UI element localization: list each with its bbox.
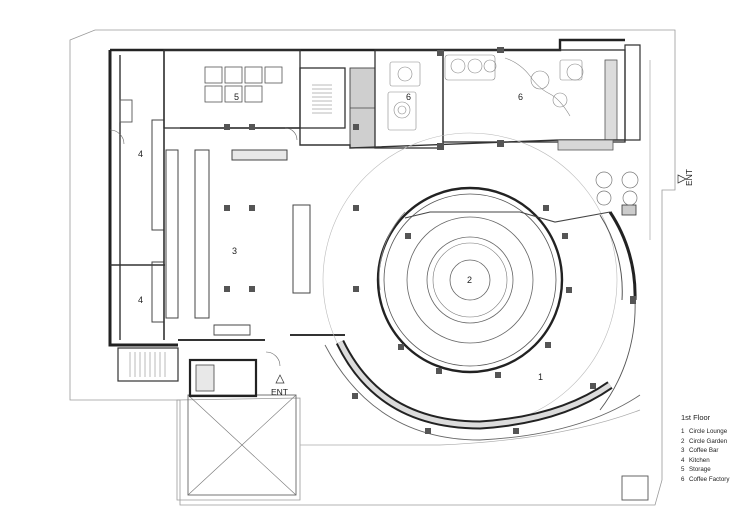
legend-title: 1st Floor — [681, 413, 711, 422]
southeast-boundary — [300, 409, 641, 446]
legend-item: 1 Circle Lounge — [681, 427, 747, 437]
south-block — [176, 397, 301, 501]
lounge-north-facade — [404, 211, 611, 223]
bar-counter-west — [165, 149, 179, 319]
room-number-2: 2 — [467, 275, 472, 285]
legend-item-number: 6 — [681, 475, 685, 483]
room-number-3: 3 — [232, 246, 237, 256]
building-wall-east-factory — [624, 44, 641, 141]
room-number-4b: 4 — [138, 295, 143, 305]
roasting-machines-b — [444, 54, 584, 117]
east-wall-hatch — [604, 59, 618, 141]
garden-center — [449, 259, 491, 301]
east-terrace-tables — [595, 171, 639, 206]
building-wall-north — [110, 38, 625, 52]
lounge-east-wall — [608, 211, 637, 301]
south-stair-treads — [129, 352, 166, 377]
legend-item-label: Coffee Bar — [689, 447, 719, 454]
legend-item-number: 1 — [681, 428, 685, 435]
building-wall-west — [108, 50, 178, 347]
legend-item: 5 Storage — [681, 465, 747, 475]
room-number-6a: 6 — [406, 92, 411, 102]
site-boundary — [69, 29, 676, 506]
legend-item-label: Coffee Factory — [689, 475, 730, 483]
legend-item-label: Storage — [689, 466, 711, 473]
entrance-label-south: ENT — [271, 387, 288, 397]
south-block-diag-b — [187, 394, 297, 496]
north-stair-treads — [312, 84, 332, 114]
legend-item-number: 4 — [681, 456, 685, 464]
garden-ring-b — [406, 216, 534, 344]
storage-room — [163, 49, 301, 129]
entrance-arrow-south — [275, 374, 285, 384]
door-south-entry — [265, 351, 281, 367]
storage-shelves — [204, 66, 283, 103]
legend-item-label: Kitchen — [689, 456, 710, 464]
bar-south-counter — [213, 324, 251, 336]
entrance-arrow-east — [677, 174, 687, 184]
garden-ring-c — [426, 236, 514, 324]
legend-item-number: 3 — [681, 447, 685, 454]
entrance-label-east: ENT — [684, 169, 694, 186]
legend-item: 3 Coffee Bar — [681, 446, 747, 456]
lounge-pillar — [621, 204, 637, 216]
lounge-east-wall-inner — [599, 214, 623, 301]
kitchen-counter-b — [151, 261, 165, 323]
legend-item-number: 5 — [681, 466, 685, 473]
garden-ring-d — [432, 242, 508, 318]
bar-counter-mid — [194, 149, 210, 319]
south-stair — [117, 347, 179, 382]
kitchen-small-room — [119, 99, 133, 123]
room-number-4a: 4 — [138, 149, 143, 159]
elevator-shaft — [195, 364, 215, 392]
room-number-5: 5 — [234, 92, 239, 102]
elevator-core — [188, 358, 258, 398]
service-box — [621, 475, 649, 501]
door-north — [284, 127, 298, 141]
door-kitchen — [109, 129, 125, 145]
room-number-1: 1 — [538, 372, 543, 382]
legend-item-number: 2 — [681, 437, 685, 445]
legend-item-label: Circle Garden — [689, 437, 728, 445]
legend-item-label: Circle Lounge — [689, 428, 728, 435]
legend-item: 6 Coffee Factory — [681, 475, 747, 485]
garden-ring-outer — [376, 186, 564, 374]
lounge-seating-band-inner — [337, 340, 612, 428]
factory-entry-pad — [557, 139, 614, 151]
room-number-6b: 6 — [518, 92, 523, 102]
roasting-machines-a — [387, 61, 421, 131]
bar-counter-top — [231, 149, 288, 161]
legend-item: 2 Circle Garden — [681, 437, 747, 447]
kitchen-counter-a — [151, 119, 165, 231]
north-stair-core — [299, 67, 346, 129]
lounge-seating-band — [335, 340, 613, 430]
coffee-factory-room-b — [442, 49, 626, 143]
lounge-inner-bench — [378, 211, 406, 291]
bar-island — [292, 204, 311, 294]
lounge-south-facade — [324, 344, 641, 441]
lounge-columns — [352, 233, 636, 434]
legend-item: 4 Kitchen — [681, 456, 747, 466]
lounge-east-arc-lower — [599, 299, 636, 411]
structural-columns — [224, 47, 549, 292]
garden-ring-a — [383, 193, 557, 367]
